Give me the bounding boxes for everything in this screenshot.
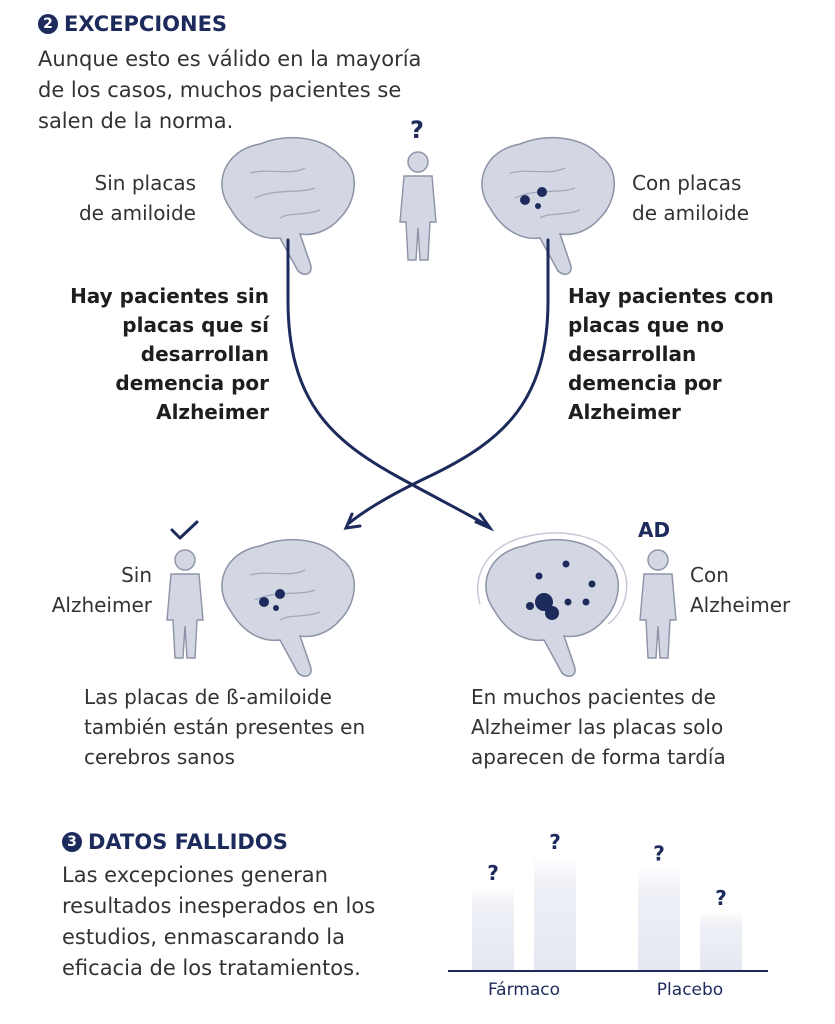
intro-line: resultados inesperados en los: [62, 894, 376, 918]
section-2-header: 2 EXCEPCIONES: [38, 12, 227, 36]
outcome-right-description: En muchos pacientes de Alzheimer las pla…: [471, 682, 811, 772]
statement-line: placas que no: [568, 313, 724, 337]
statement-line: placas que sí: [122, 313, 269, 337]
question-mark: ?: [410, 116, 424, 144]
right-statement: Hay pacientes con placas que no desarrol…: [568, 282, 808, 427]
desc-line: Alzheimer las placas solo: [471, 715, 724, 739]
label-line: Alzheimer: [51, 593, 152, 617]
intro-line: Aunque esto es válido en la mayoría: [38, 47, 422, 71]
label-line: Con placas: [632, 171, 742, 195]
desc-line: aparecen de forma tardía: [471, 745, 726, 769]
section-number-badge: 3: [62, 832, 82, 852]
statement-line: Hay pacientes sin: [70, 284, 269, 308]
desc-line: cerebros sanos: [84, 745, 235, 769]
desc-line: Las placas de ß-amiloide: [84, 685, 332, 709]
person-healthy-icon: [166, 549, 204, 659]
chart-bar-label: ?: [715, 886, 727, 910]
brain-alzheimer-icon: [477, 532, 628, 677]
label-line: de amiloide: [632, 201, 750, 225]
label-line: Alzheimer: [690, 593, 791, 617]
ad-badge: AD: [638, 518, 671, 542]
section-3-header: 3 DATOS FALLIDOS: [62, 830, 288, 854]
statement-line: demencia por: [568, 371, 722, 395]
statement-line: demencia por: [115, 371, 269, 395]
label-line: Sin placas: [94, 171, 196, 195]
chart-bar-label: ?: [487, 861, 499, 885]
checkmark-icon: [170, 520, 199, 540]
section-3-intro: Las excepciones generan resultados inesp…: [62, 860, 422, 984]
intro-line: Las excepciones generan: [62, 863, 328, 887]
chart-bar: [700, 911, 742, 970]
chart-bar: [534, 855, 576, 970]
desc-line: también están presentes en: [84, 715, 366, 739]
chart-bar: [472, 886, 514, 970]
statement-line: Alzheimer: [156, 400, 269, 424]
outcome-right-label: Con Alzheimer: [690, 560, 820, 620]
section-number-badge: 2: [38, 14, 58, 34]
intro-line: de los casos, muchos pacientes se: [38, 78, 402, 102]
chart-bar: [638, 866, 680, 970]
chart-category-label: Fármaco: [487, 980, 561, 1000]
label-line: de amiloide: [78, 201, 196, 225]
label-line: Con: [690, 563, 729, 587]
left-brain-label: Sin placas de amiloide: [60, 168, 196, 228]
chart-bar-label: ?: [653, 841, 665, 865]
crossing-arrows: [286, 238, 550, 532]
section-title: DATOS FALLIDOS: [88, 830, 288, 854]
section-title: EXCEPCIONES: [64, 12, 228, 36]
brain-healthy-with-plaques-icon: [221, 539, 355, 677]
left-statement: Hay pacientes sin placas que sí desarrol…: [40, 282, 269, 427]
right-brain-label: Con placas de amiloide: [632, 168, 802, 228]
outcome-left-label: Sin Alzheimer: [30, 560, 152, 620]
section-2-intro: Aunque esto es válido en la mayoría de l…: [38, 44, 458, 137]
statement-line: desarrollan: [568, 342, 697, 366]
person-unknown-icon: [399, 151, 437, 261]
statement-line: Alzheimer: [568, 400, 681, 424]
intro-line: estudios, enmascarando la: [62, 925, 345, 949]
failed-data-chart: ????: [472, 830, 742, 970]
person-alzheimer-icon: [639, 549, 677, 659]
outcome-left-description: Las placas de ß-amiloide también están p…: [84, 682, 414, 772]
chart-bar-label: ?: [549, 830, 561, 854]
statement-line: Hay pacientes con: [568, 284, 774, 308]
intro-line: salen de la norma.: [38, 109, 234, 133]
label-line: Sin: [121, 563, 152, 587]
chart-category-label: Placebo: [656, 980, 724, 1000]
desc-line: En muchos pacientes de: [471, 685, 716, 709]
statement-line: desarrollan: [140, 342, 269, 366]
intro-line: eficacia de los tratamientos.: [62, 956, 361, 980]
